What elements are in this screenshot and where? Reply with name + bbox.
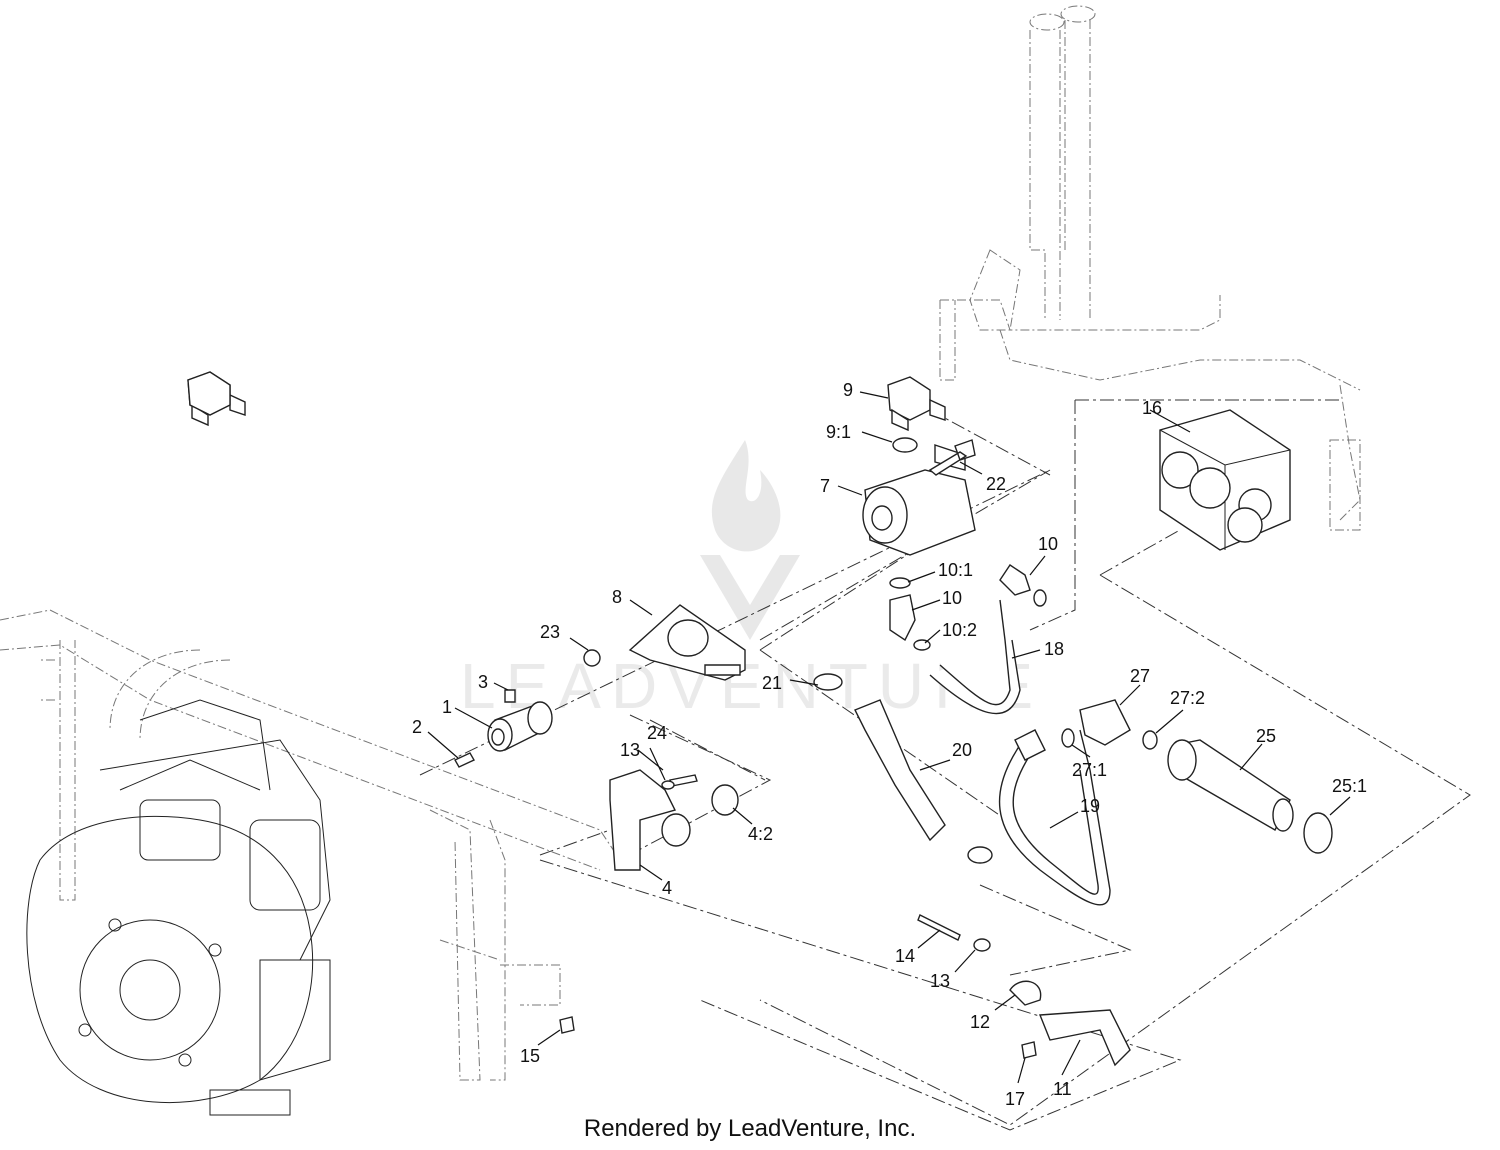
elbow-fitting-9-pos: [887, 376, 946, 432]
callout-15: 15: [520, 1046, 540, 1066]
footer-credit: Rendered by LeadVenture, Inc.: [583, 1115, 917, 1142]
callout-25: 25: [1256, 726, 1276, 746]
bolt-22: [928, 439, 976, 476]
callout-24: 24: [647, 723, 667, 743]
elbow-fitting-9-drawn: [187, 371, 231, 416]
fitting-10-right: [999, 564, 1031, 596]
callout-27-1: 27:1: [1072, 760, 1107, 780]
callout-27-2: 27:2: [1170, 688, 1205, 708]
callout-1: 1: [442, 697, 452, 717]
elbow-fitting-9: [187, 371, 246, 427]
callout-10-2: 10:2: [942, 620, 977, 640]
pump: [862, 444, 976, 556]
key-2: [454, 752, 475, 768]
fitting-27: [1079, 699, 1131, 746]
callout-18: 18: [1044, 639, 1064, 659]
callout-3: 3: [478, 672, 488, 692]
callout-labels: 9 9:1 7 22 16 10 10:1 10 10:2 18 8 23 3 …: [412, 380, 1367, 1109]
callout-16: 16: [1142, 398, 1162, 418]
main-frame: [0, 609, 621, 1081]
washer-13-upper: [661, 780, 675, 790]
callout-20: 20: [952, 740, 972, 760]
engine: [26, 699, 331, 1116]
fitting-10-left: [889, 594, 916, 642]
callout-25-1: 25:1: [1332, 776, 1367, 796]
leader-lines: [427, 391, 1351, 1084]
callout-19: 19: [1080, 796, 1100, 816]
hose-18: [929, 599, 1021, 715]
callout-21: 21: [762, 673, 782, 693]
handle-frame: [939, 5, 1361, 531]
o-ring-10-1: [889, 577, 911, 589]
bracket-4: [609, 769, 691, 871]
callout-8: 8: [612, 587, 622, 607]
watermark-text: LEADVENTURE: [460, 650, 1043, 722]
hose-20: [854, 699, 946, 842]
callout-10-1: 10:1: [938, 560, 973, 580]
callout-2: 2: [412, 717, 422, 737]
bushing-4-2: [711, 784, 739, 816]
o-ring-25-1: [1303, 812, 1333, 854]
callout-22: 22: [986, 474, 1006, 494]
bolt-14: [917, 914, 961, 941]
callout-10-right: 10: [1038, 534, 1058, 554]
set-screw-3: [504, 689, 516, 703]
bolt-17: [1021, 1041, 1037, 1059]
callout-13-upper: 13: [620, 740, 640, 760]
washer-13-lower: [973, 938, 991, 952]
mount-plate: [628, 604, 746, 681]
nut-23: [583, 649, 601, 667]
watermark: LEADVENTURE: [460, 440, 1043, 722]
callout-17: 17: [1005, 1089, 1025, 1109]
callout-27: 27: [1130, 666, 1150, 686]
callout-13-lower: 13: [930, 971, 950, 991]
filter-25: [1167, 739, 1294, 832]
callout-9-1: 9:1: [826, 422, 851, 442]
v-logo-icon: [700, 555, 800, 640]
tube-19-fitting: [1014, 729, 1046, 761]
flame-logo-icon: [711, 440, 781, 552]
bolt-15: [559, 1016, 575, 1034]
o-ring-27-1: [1061, 728, 1075, 748]
callout-14: 14: [895, 946, 915, 966]
callout-10-left: 10: [942, 588, 962, 608]
clamp-12: [1009, 980, 1042, 1006]
o-ring-9-1: [892, 437, 918, 453]
callout-23: 23: [540, 622, 560, 642]
callout-4-2: 4:2: [748, 824, 773, 844]
callout-9: 9: [843, 380, 853, 400]
o-ring-27-2: [1142, 730, 1158, 750]
callout-12: 12: [970, 1012, 990, 1032]
callout-4: 4: [662, 878, 672, 898]
clamp-lower: [967, 846, 993, 864]
callout-7: 7: [820, 476, 830, 496]
clamp-21: [813, 673, 843, 691]
coupler: [487, 701, 553, 752]
callout-11: 11: [1053, 1079, 1072, 1099]
o-ring-10-right: [1033, 589, 1047, 607]
bracket-11: [1038, 1009, 1131, 1067]
tube-19: [998, 729, 1111, 906]
valve-block: [1159, 409, 1291, 551]
